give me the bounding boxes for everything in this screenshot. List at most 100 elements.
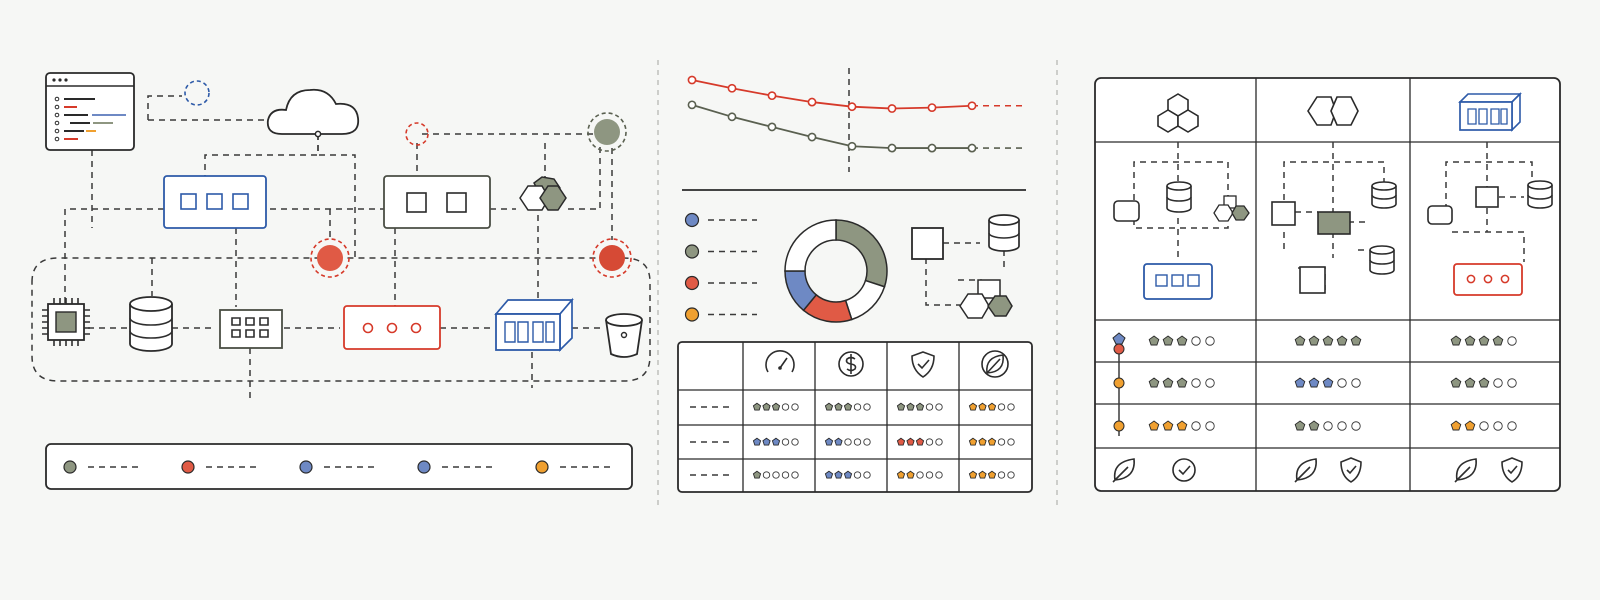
legend-dot — [684, 307, 700, 322]
rating-marker-filled — [1294, 377, 1306, 388]
rating-marker-empty — [863, 403, 871, 411]
red-alert-node — [592, 238, 632, 278]
rating-marker-empty — [772, 471, 780, 479]
database-icon — [129, 296, 173, 352]
service-three-slots — [163, 175, 267, 229]
rating-marker-empty — [1007, 438, 1015, 446]
shield-check-icon — [911, 351, 935, 378]
red-marker — [1113, 343, 1125, 355]
mini-flow-diagram — [911, 214, 1020, 319]
column-diagram — [1427, 142, 1553, 296]
rating-marker-empty — [1191, 421, 1201, 431]
rating-marker-empty — [1351, 378, 1361, 388]
rating-marker-empty — [1205, 421, 1215, 431]
table-ratings — [752, 402, 1015, 479]
rating-marker-filled — [896, 437, 906, 446]
browser-window-icon — [45, 72, 135, 151]
legend-dot — [181, 460, 195, 474]
series-line — [691, 103, 972, 149]
red-dot-module — [343, 305, 441, 350]
rating-marker-empty — [781, 471, 790, 479]
database-icon — [1166, 181, 1192, 213]
data-point — [767, 91, 777, 101]
data-point — [927, 143, 937, 153]
donut-chart — [784, 219, 888, 323]
rating-marker-filled — [906, 402, 915, 411]
rating-marker-empty — [853, 403, 862, 411]
data-point — [687, 100, 697, 110]
leaf-icon — [981, 350, 1009, 378]
rating-marker-filled — [968, 470, 978, 479]
leaf-icon — [1294, 458, 1317, 483]
rating-marker-empty — [853, 438, 862, 446]
rating-marker-filled — [762, 402, 771, 411]
rating-marker-filled — [1148, 377, 1160, 388]
rating-marker-empty — [1007, 471, 1015, 479]
orange-marker — [1113, 377, 1125, 389]
rating-marker-filled — [771, 437, 781, 446]
rating-marker-filled — [752, 402, 762, 411]
rating-marker-empty — [997, 438, 1006, 446]
rating-marker-empty — [791, 438, 799, 446]
rating-marker-filled — [1464, 335, 1476, 346]
rating-marker-empty — [1205, 378, 1215, 388]
rating-marker-empty — [1191, 378, 1201, 388]
rating-marker-filled — [843, 470, 853, 479]
rating-marker-empty — [1479, 421, 1489, 431]
rating-marker-filled — [1464, 420, 1476, 431]
donut-segment — [844, 279, 886, 321]
rating-marker-empty — [1493, 421, 1503, 431]
rating-marker-empty — [1007, 403, 1015, 411]
dashed-blue-node — [184, 80, 210, 106]
rating-marker-filled — [834, 437, 843, 446]
rating-marker-empty — [1351, 421, 1361, 431]
container-box-icon — [494, 297, 574, 353]
rating-marker-empty — [925, 471, 934, 479]
rating-marker-filled — [1322, 335, 1334, 346]
legend-dot — [684, 244, 700, 259]
leaf-icon — [1454, 458, 1477, 483]
rating-marker-filled — [1148, 420, 1160, 431]
data-point — [727, 83, 737, 93]
rating-marker-filled — [1350, 335, 1362, 346]
rating-marker-filled — [1176, 377, 1188, 388]
rating-marker-filled — [824, 402, 834, 411]
metrics-panel — [677, 68, 1033, 493]
data-point — [887, 143, 897, 153]
rating-marker-empty — [1507, 378, 1517, 388]
rating-marker-filled — [906, 437, 915, 446]
rating-marker-filled — [968, 437, 978, 446]
hexagon-pair-icon — [1307, 96, 1359, 126]
rating-marker-filled — [771, 402, 781, 411]
rating-marker-empty — [1507, 336, 1517, 346]
leaf-icon — [1112, 458, 1135, 483]
rating-marker-empty — [1323, 421, 1333, 431]
rating-marker-filled — [915, 402, 925, 411]
rating-marker-empty — [781, 438, 790, 446]
shield-check-icon — [1340, 457, 1362, 483]
rating-marker-filled — [978, 437, 987, 446]
connector-lines — [31, 95, 651, 400]
legend-dot — [417, 460, 431, 474]
donut-segment — [835, 219, 888, 288]
rating-marker-filled — [1294, 420, 1306, 431]
rating-marker-filled — [1450, 420, 1462, 431]
data-point — [967, 143, 977, 153]
rating-marker-filled — [1450, 335, 1462, 346]
rating-marker-empty — [997, 471, 1006, 479]
rating-marker-filled — [843, 402, 853, 411]
rating-marker-filled — [978, 402, 987, 411]
rating-marker-empty — [844, 438, 852, 446]
rating-marker-filled — [1478, 335, 1490, 346]
data-point — [687, 75, 697, 85]
square-node-icon — [911, 227, 944, 260]
comparison-ratings — [1148, 335, 1517, 431]
rating-marker-empty — [925, 403, 934, 411]
cpu-chip-icon — [42, 298, 90, 346]
legend-items — [63, 460, 614, 474]
rating-marker-filled — [987, 402, 997, 411]
comparison-frame — [1094, 77, 1561, 492]
row-markers — [1112, 332, 1126, 436]
dollar-icon — [838, 351, 864, 377]
